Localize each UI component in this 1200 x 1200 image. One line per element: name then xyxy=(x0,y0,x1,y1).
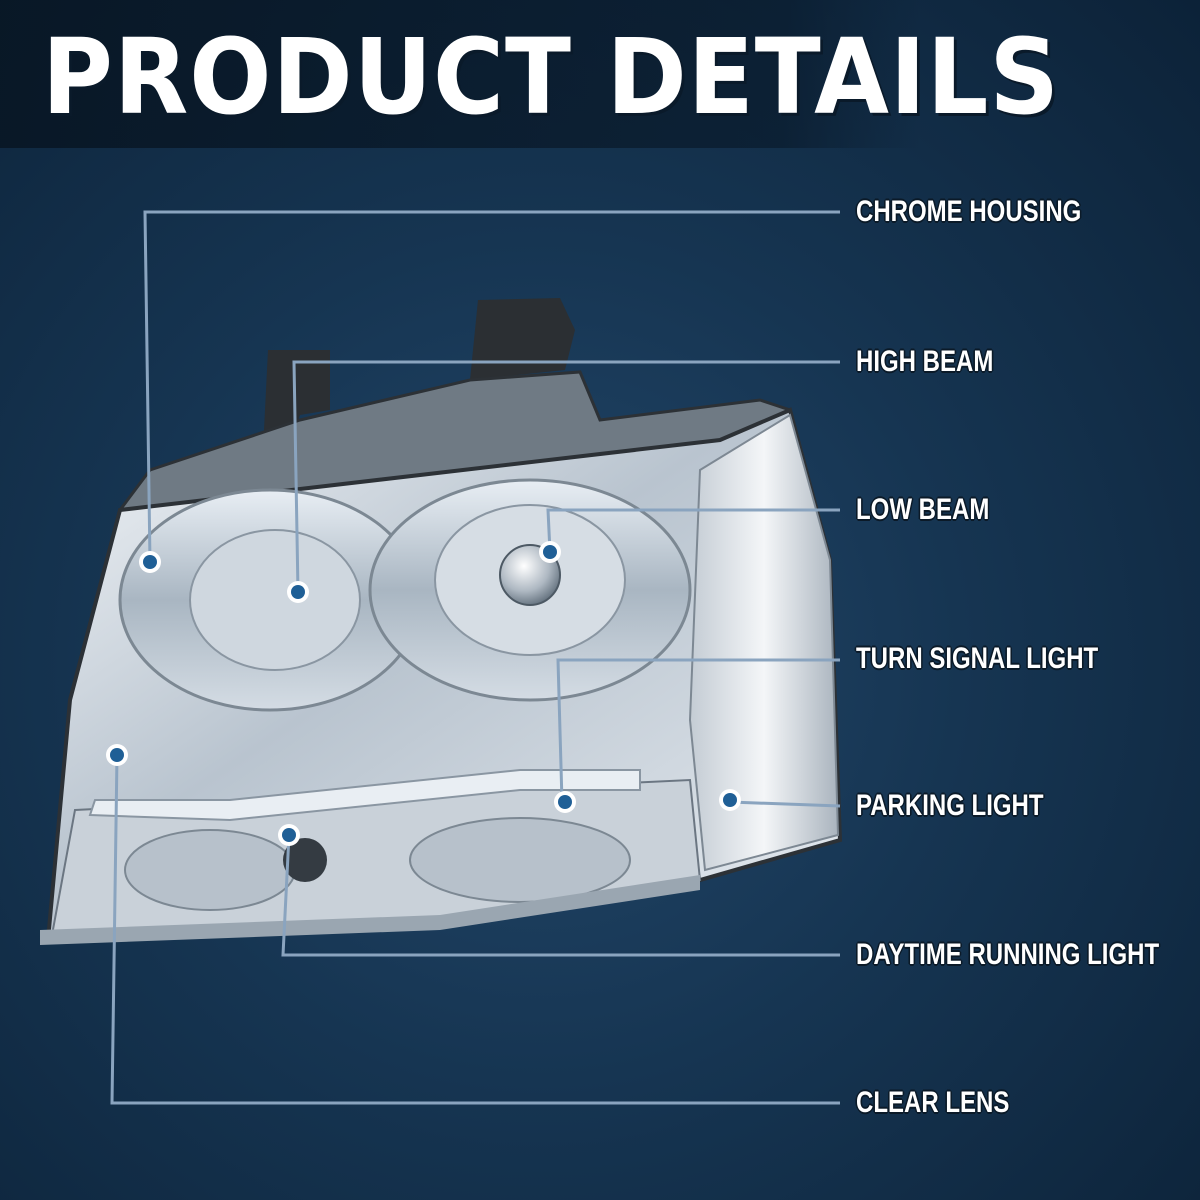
turn-signal-reflector-right xyxy=(409,817,631,903)
callout-dot-high-beam xyxy=(287,581,309,603)
callout-dot-low-beam xyxy=(539,541,561,563)
corner-lens xyxy=(688,413,840,872)
page-title: PRODUCT DETAILS xyxy=(42,16,1060,138)
callout-line-high-beam xyxy=(292,360,840,593)
callout-line-turn-signal xyxy=(556,658,840,803)
callout-label-low-beam: LOW BEAM xyxy=(856,493,990,526)
callout-line-drl xyxy=(281,834,840,957)
callout-dot-parking xyxy=(719,789,741,811)
callout-line-parking xyxy=(729,800,841,808)
callout-line-chrome-housing xyxy=(143,210,840,563)
title-banner: PRODUCT DETAILS xyxy=(0,0,1059,148)
turn-signal-reflector xyxy=(124,829,296,911)
callout-label-daytime-running-light: DAYTIME RUNNING LIGHT xyxy=(856,938,1160,971)
callout-dot-drl xyxy=(278,824,300,846)
drl-bar xyxy=(88,769,641,822)
callout-line-low-beam xyxy=(546,508,840,553)
callout-dot-turn-signal xyxy=(554,791,576,813)
callout-label-clear-lens: CLEAR LENS xyxy=(856,1086,1010,1119)
callout-label-turn-signal-light: TURN SIGNAL LIGHT xyxy=(856,642,1099,675)
high-beam-inner xyxy=(189,529,361,671)
drl-bulb xyxy=(283,838,327,882)
callout-label-parking-light: PARKING LIGHT xyxy=(856,789,1044,822)
lower-trim xyxy=(40,875,700,945)
mounting-bracket-center xyxy=(470,298,575,380)
callout-dot-chrome-housing xyxy=(139,551,161,573)
callout-dots xyxy=(106,541,741,846)
callout-line-clear-lens xyxy=(110,754,840,1105)
callout-label-chrome-housing: CHROME HOUSING xyxy=(856,195,1082,228)
callout-lines xyxy=(110,210,841,1105)
callout-label-high-beam: HIGH BEAM xyxy=(856,345,994,378)
callout-dot-clear-lens xyxy=(106,744,128,766)
